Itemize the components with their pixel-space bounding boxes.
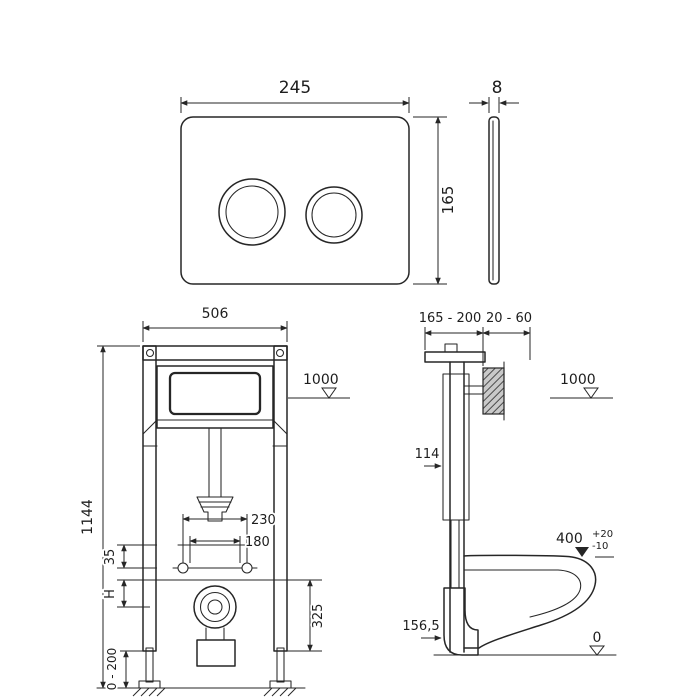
left-bracket xyxy=(142,419,158,447)
drain-outlet-box xyxy=(196,639,236,667)
level-mark-front: 1000 xyxy=(288,370,350,399)
frame-height-label: 1144 xyxy=(80,499,96,535)
depth-range-label: 165 - 200 xyxy=(419,311,482,326)
wc-bowl-outline xyxy=(463,554,597,649)
top-bolt xyxy=(444,343,458,353)
large-button-inner-ring xyxy=(225,185,279,239)
bowl-tol-minus-label: -10 xyxy=(592,541,608,552)
floor-line-front xyxy=(96,687,306,697)
offset-h-dimension: H xyxy=(101,579,157,608)
access-window xyxy=(168,371,262,416)
drain-height-dimension: 325 xyxy=(157,579,328,652)
frame-height-dimension: 1144 xyxy=(78,345,140,689)
flush-plate-profile xyxy=(488,116,500,285)
level-front-label: 1000 xyxy=(303,372,339,388)
bolt-spacing-dimension: 230 xyxy=(182,511,278,563)
plate-height-dimension: 165 xyxy=(413,116,459,285)
cistern-profile xyxy=(442,373,470,521)
adjustable-feet xyxy=(138,647,292,689)
plate-thickness-label: 8 xyxy=(492,78,503,98)
small-button-inner-ring xyxy=(311,192,357,238)
outlet-height-label: 156,5 xyxy=(402,619,439,634)
frame-front-view: 506 1144 1000 230 180 35 xyxy=(78,304,350,697)
flush-plate-outline xyxy=(180,116,410,285)
top-screw-left xyxy=(145,348,155,358)
wall-bracket xyxy=(424,351,486,363)
level-side-label: 1000 xyxy=(560,372,596,388)
foot-adjust-dimension: 0 - 200 xyxy=(103,646,143,692)
right-bracket xyxy=(272,419,288,447)
wc-bowl-rim-line xyxy=(463,569,582,618)
flush-pipe xyxy=(196,427,234,522)
cistern-body xyxy=(156,365,274,429)
plate-height-label: 165 xyxy=(439,186,457,215)
bowl-tol-plus-label: +20 xyxy=(592,529,613,540)
drain-elbow-profile xyxy=(443,587,479,656)
floor-zero-mark: 0 xyxy=(588,628,606,656)
wall-range-dimension: 20 - 60 xyxy=(482,309,534,360)
top-crossbar xyxy=(142,345,288,361)
foot-adjust-label: 0 - 200 xyxy=(105,648,119,691)
right-rail xyxy=(273,345,288,652)
cistern-depth-label: 114 xyxy=(415,447,440,462)
spacing-inner-label: 180 xyxy=(245,535,270,550)
frame-width-label: 506 xyxy=(202,306,229,322)
cistern-depth-dimension: 114 xyxy=(413,445,442,469)
frame-side-view: 165 - 200 20 - 60 1000 114 400 +20 -10 1… xyxy=(401,309,617,656)
mounting-bolts xyxy=(172,562,258,574)
flush-plate-side-view: 8 xyxy=(469,76,519,285)
wall-range-label: 20 - 60 xyxy=(486,311,532,326)
left-rail xyxy=(142,345,157,652)
drain-height-label: 325 xyxy=(311,604,326,629)
flush-plate-front-view: 245 165 xyxy=(180,76,459,285)
large-button-outer-ring xyxy=(218,178,286,246)
offset-h-label: H xyxy=(103,589,118,599)
level-mark-side: 1000 xyxy=(550,370,613,399)
inner-spacing-dimension: 180 xyxy=(189,533,272,563)
plate-width-label: 245 xyxy=(279,78,311,98)
offset-35-dimension: 35 xyxy=(101,544,157,569)
frame-width-dimension: 506 xyxy=(142,304,288,342)
spacing-outer-label: 230 xyxy=(251,513,276,528)
offset-35-label: 35 xyxy=(103,549,118,566)
small-button-outer-ring xyxy=(305,186,363,244)
plate-width-dimension: 245 xyxy=(180,76,410,113)
top-screw-right xyxy=(275,348,285,358)
floor-zero-label: 0 xyxy=(593,630,602,646)
outlet-height-dimension: 156,5 xyxy=(401,617,442,641)
bowl-height-label: 400 xyxy=(556,531,583,547)
wall-anchor-block xyxy=(482,367,505,415)
drain-elbow-front xyxy=(193,585,237,641)
bowl-height-arrow xyxy=(575,547,589,557)
bowl-height-dimension: 400 +20 -10 xyxy=(554,527,615,558)
plate-thickness-dimension: 8 xyxy=(469,76,519,113)
depth-range-dimension: 165 - 200 xyxy=(417,309,484,366)
